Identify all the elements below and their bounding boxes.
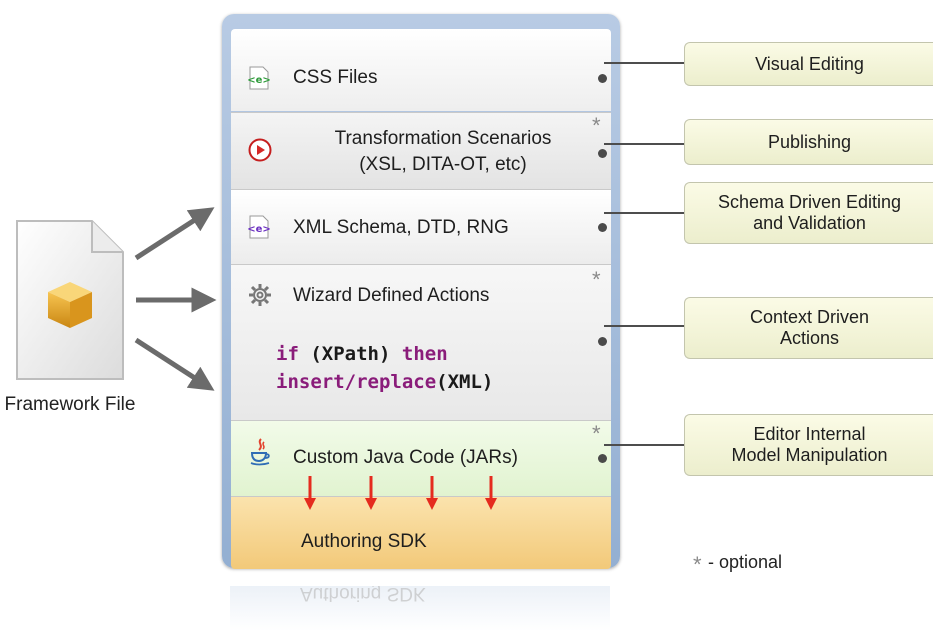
authoring-sdk-label: Authoring SDK: [301, 531, 427, 552]
schema-editing-box: Schema Driven Editing and Validation: [684, 182, 933, 244]
code-insert: insert/replace: [276, 371, 437, 393]
css-files-label: CSS Files: [293, 67, 378, 88]
visual-editing-box: Visual Editing: [684, 42, 933, 86]
schema-editing-line2: and Validation: [753, 213, 866, 233]
code-line-2: insert/replace(XML): [276, 369, 493, 396]
framework-file-icon: [16, 220, 124, 380]
java-icon: [250, 438, 270, 466]
wizard-actions-section: Wizard Defined Actions * if (XPath) then…: [231, 264, 611, 420]
connector-visual: [604, 62, 684, 64]
svg-text:<e>: <e>: [248, 224, 270, 235]
model-manipulation-line1: Editor Internal: [753, 424, 866, 444]
wizard-actions-label: Wizard Defined Actions: [293, 285, 490, 306]
context-actions-box: Context Driven Actions: [684, 297, 933, 359]
connector-publishing: [604, 143, 684, 145]
code-then: then: [401, 343, 448, 365]
transformation-connector-dot: [598, 149, 607, 158]
legend-star: *: [693, 552, 702, 577]
css-files-section: <e> CSS Files: [231, 29, 611, 111]
svg-text:<e>: <e>: [248, 75, 270, 86]
play-icon: [248, 138, 272, 162]
legend-text: - optional: [708, 552, 783, 572]
code-line-1: if (XPath) then: [276, 341, 448, 368]
panel-reflection: Authoring SDK: [230, 586, 610, 631]
arrow-to-code: [134, 337, 215, 391]
java-code-label: Custom Java Code (JARs): [293, 447, 518, 468]
publishing-box: Publishing: [684, 119, 933, 165]
xml-schema-connector-dot: [598, 223, 607, 232]
code-if: if: [276, 343, 299, 365]
xml-schema-label: XML Schema, DTD, RNG: [293, 217, 509, 238]
framework-panel: <e> CSS Files Transformation Scenarios (…: [222, 14, 620, 569]
model-manipulation-box: Editor Internal Model Manipulation: [684, 414, 933, 476]
code-xpath: (XPath): [310, 343, 391, 365]
css-file-icon: <e>: [248, 66, 270, 90]
transformation-section: Transformation Scenarios (XSL, DITA-OT, …: [231, 112, 611, 189]
schema-editing-line1: Schema Driven Editing: [717, 192, 902, 212]
java-connector-dot: [598, 454, 607, 463]
arrow-to-css: [134, 207, 215, 261]
connector-schema: [604, 212, 684, 214]
optional-marker: *: [592, 113, 601, 138]
visual-editing-label: Visual Editing: [755, 53, 864, 74]
context-actions-line1: Context Driven: [749, 307, 870, 327]
context-actions-line2: Actions: [779, 328, 840, 348]
connector-context: [604, 325, 684, 327]
optional-marker: *: [592, 267, 601, 292]
code-xml: (XML): [436, 371, 494, 393]
framework-file-label: Framework File: [4, 394, 136, 415]
wizard-connector-dot: [598, 337, 607, 346]
xml-schema-section: <e> XML Schema, DTD, RNG: [231, 189, 611, 264]
gear-icon: [249, 284, 271, 306]
transformation-label-line2: (XSL, DITA-OT, etc): [359, 154, 527, 175]
model-manipulation-line2: Model Manipulation: [731, 445, 888, 465]
xml-schema-icon: <e>: [248, 215, 270, 239]
transformation-label-line1: Transformation Scenarios: [334, 128, 552, 149]
css-connector-dot: [598, 74, 607, 83]
connector-model: [604, 444, 684, 446]
reflection-text: Authoring SDK: [300, 586, 426, 604]
sdk-arrows: [304, 476, 497, 510]
java-code-section: Custom Java Code (JARs) *: [231, 420, 611, 496]
optional-marker: *: [592, 421, 601, 446]
authoring-sdk-section: Authoring SDK: [231, 496, 611, 569]
package-icon: [48, 282, 92, 328]
publishing-label: Publishing: [767, 131, 852, 152]
file-arrows: [134, 207, 217, 391]
